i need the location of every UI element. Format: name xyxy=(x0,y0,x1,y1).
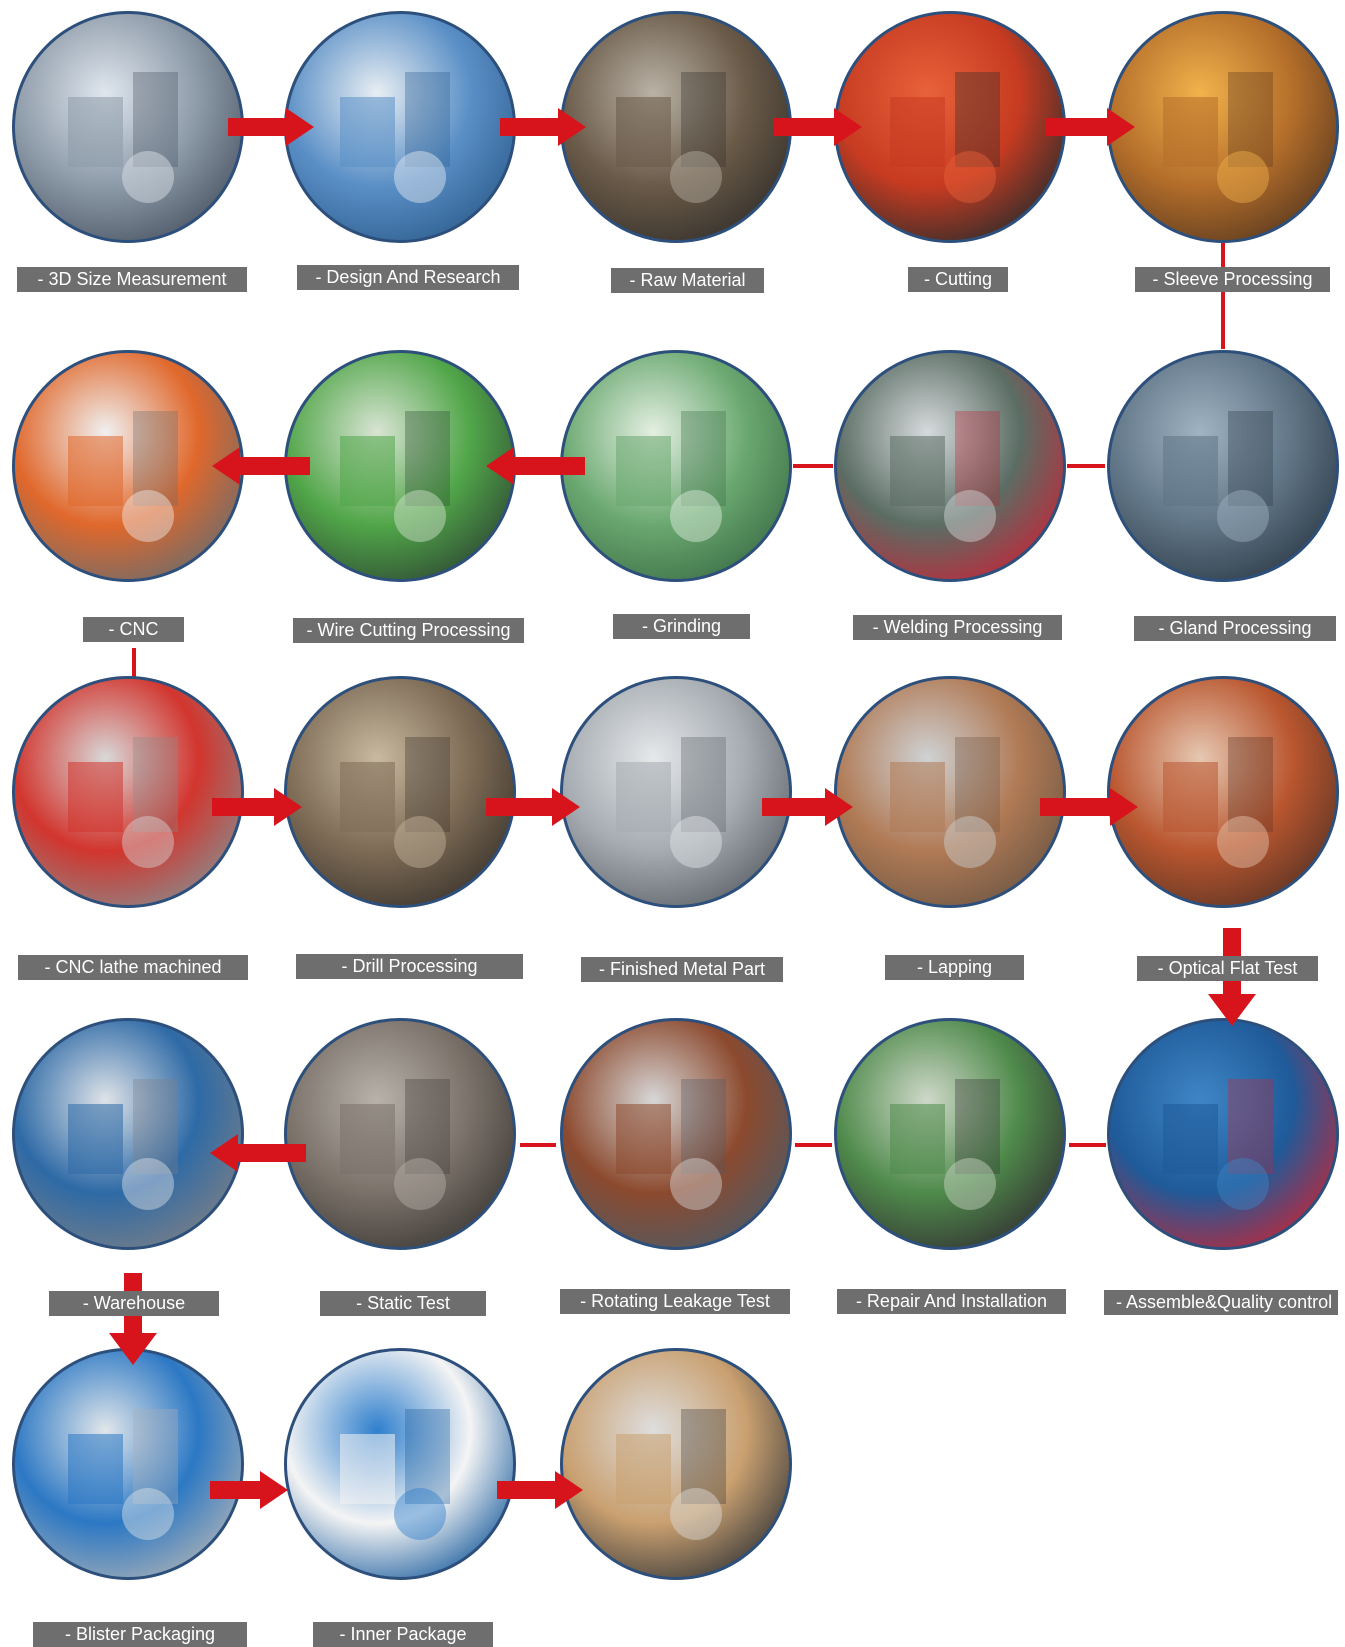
step-label: - Grinding xyxy=(613,614,750,639)
step-photo-inner-package-box xyxy=(284,1348,516,1580)
step-photo-measurement-machine xyxy=(12,11,244,243)
arrow-14-15 xyxy=(1040,788,1138,826)
step-photo-lapping-rings xyxy=(834,676,1066,908)
step-label: - Optical Flat Test xyxy=(1137,956,1318,981)
step-label: - Inner Package xyxy=(313,1622,493,1647)
step-label: - Sleeve Processing xyxy=(1135,267,1330,292)
step-photo-cnc-machine xyxy=(12,350,244,582)
step-label: - 3D Size Measurement xyxy=(17,267,247,292)
step-photo-strapping-machine xyxy=(560,1348,792,1580)
step-photo-design-office xyxy=(284,11,516,243)
arrow-11-12 xyxy=(212,788,302,826)
step-label: - Rotating Leakage Test xyxy=(560,1289,790,1314)
step-photo-repair-installation xyxy=(834,1018,1066,1250)
step-photo-gland-machining xyxy=(1107,350,1339,582)
step-photo-machined-parts-cart xyxy=(12,676,244,908)
step-photo-assembly-inspection xyxy=(1107,1018,1339,1250)
step-label: - Drill Processing xyxy=(296,954,523,979)
step-photo-welding-station xyxy=(834,350,1066,582)
step-photo-optical-flat-tank xyxy=(1107,676,1339,908)
step-photo-finished-metal-parts xyxy=(560,676,792,908)
connectors xyxy=(132,243,1225,1147)
step-label: - Cutting xyxy=(908,267,1008,292)
step-label: - Static Test xyxy=(320,1291,486,1316)
step-label: - Raw Material xyxy=(611,268,764,293)
step-photo-grinding-machine xyxy=(560,350,792,582)
arrows xyxy=(109,108,1256,1509)
arrow-9-10 xyxy=(212,447,310,485)
arrow-20-21 xyxy=(109,1273,157,1365)
arrow-8-9 xyxy=(486,447,585,485)
step-label: - Design And Research xyxy=(297,265,519,290)
step-label: - Lapping xyxy=(885,955,1024,980)
step-label: - Gland Processing xyxy=(1134,616,1336,641)
step-label: - Warehouse xyxy=(49,1291,219,1316)
step-photo-lathe-sleeve xyxy=(1107,11,1339,243)
step-photo-warehouse-shelves xyxy=(12,1018,244,1250)
arrow-4-5 xyxy=(1045,108,1135,146)
step-label: - Repair And Installation xyxy=(837,1289,1066,1314)
arrow-1-2 xyxy=(228,108,314,146)
step-photo-raw-material-yard xyxy=(560,11,792,243)
arrow-2-3 xyxy=(500,108,586,146)
step-photo-static-pressure-test xyxy=(284,1018,516,1250)
step-label: - Assemble&Quality control xyxy=(1104,1290,1338,1315)
arrow-22-23 xyxy=(497,1471,583,1509)
photo-circles xyxy=(12,11,1339,1580)
step-photo-wire-cutting-machine xyxy=(284,350,516,582)
arrow-12-13 xyxy=(486,788,580,826)
step-label: - Welding Processing xyxy=(853,615,1062,640)
arrow-3-4 xyxy=(774,108,862,146)
step-photo-blister-packaging-machine xyxy=(12,1348,244,1580)
arrow-21-22 xyxy=(210,1471,288,1509)
step-photo-band-saw xyxy=(834,11,1066,243)
step-label: - CNC xyxy=(83,617,184,642)
arrow-13-14 xyxy=(762,788,853,826)
step-label: - Finished Metal Part xyxy=(581,957,783,982)
step-label: - Wire Cutting Processing xyxy=(293,618,524,643)
step-photo-drill-press xyxy=(284,676,516,908)
step-label: - Blister Packaging xyxy=(33,1622,247,1647)
step-label: - CNC lathe machined xyxy=(18,955,248,980)
step-photo-rotating-test-rig xyxy=(560,1018,792,1250)
arrow-19-20 xyxy=(210,1134,306,1172)
